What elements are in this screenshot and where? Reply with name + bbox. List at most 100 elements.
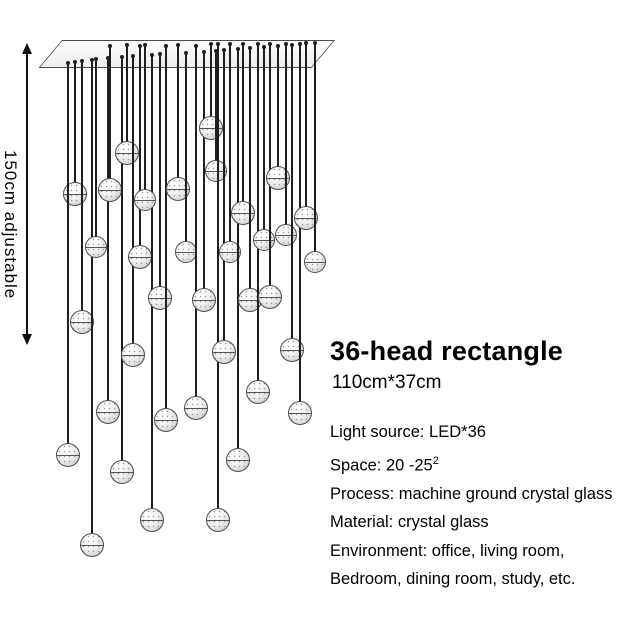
- pendant-wire: [144, 45, 146, 191]
- wire-attachment-dot: [80, 59, 84, 63]
- spec-text: Environment: office, living room,: [330, 541, 565, 560]
- ball-seam-line: [219, 251, 241, 253]
- crystal-ball: [140, 508, 164, 532]
- wire-attachment-dot: [256, 42, 260, 46]
- wire-attachment-dot: [202, 50, 206, 54]
- crystal-ball: [98, 178, 122, 202]
- pendant-wire: [269, 44, 271, 287]
- spec-text: Bedroom, dining room, study, etc.: [330, 570, 576, 588]
- pendant-wire: [95, 59, 97, 238]
- pendant-wire: [305, 43, 307, 208]
- ball-seam-line: [206, 519, 230, 521]
- spec-text: Light source: LED*36: [330, 423, 486, 441]
- pendant-wire: [81, 61, 83, 312]
- wire-attachment-dot: [143, 43, 147, 47]
- pendant-wire: [263, 47, 265, 231]
- crystal-ball: [166, 177, 190, 201]
- pendant-wire: [314, 43, 316, 253]
- dimension-arrow-down-icon: [22, 334, 32, 345]
- ball-seam-line: [275, 234, 297, 236]
- pendant-wire: [74, 62, 76, 184]
- pendant-wire: [291, 45, 293, 340]
- pendant-wire: [91, 60, 93, 535]
- crystal-ball: [192, 288, 216, 312]
- pendant-wire: [195, 46, 197, 398]
- crystal-ball: [258, 285, 282, 309]
- crystal-ball: [70, 310, 94, 334]
- wire-attachment-dot: [90, 58, 94, 62]
- ball-seam-line: [294, 217, 318, 219]
- wire-attachment-dot: [66, 61, 70, 65]
- crystal-ball: [205, 160, 227, 182]
- dimension-label: 150cm adjustable: [1, 150, 20, 300]
- pendant-wire: [121, 57, 123, 462]
- ball-seam-line: [96, 411, 120, 413]
- wire-attachment-dot: [138, 44, 142, 48]
- wire-attachment-dot: [158, 52, 162, 56]
- ball-seam-line: [280, 349, 304, 351]
- crystal-ball: [212, 340, 236, 364]
- pendant-wire: [210, 44, 212, 118]
- pendant-wire: [257, 44, 259, 382]
- ball-seam-line: [134, 199, 156, 201]
- spec-line: Light source: LED*36: [330, 418, 612, 447]
- pendant-wire: [237, 49, 239, 450]
- wire-attachment-dot: [108, 44, 112, 48]
- crystal-ball: [110, 460, 134, 484]
- ball-seam-line: [212, 351, 236, 353]
- pendant-wire: [285, 44, 287, 226]
- ball-seam-line: [192, 299, 216, 301]
- spec-superscript: 2: [432, 454, 439, 467]
- ball-seam-line: [56, 454, 80, 456]
- wire-attachment-dot: [176, 43, 180, 47]
- crystal-ball: [294, 206, 318, 230]
- crystal-ball: [121, 343, 145, 367]
- crystal-ball: [219, 241, 241, 263]
- wire-attachment-dot: [73, 60, 77, 64]
- pendant-wire: [249, 48, 251, 290]
- wire-attachment-dot: [236, 47, 240, 51]
- wire-attachment-dot: [131, 54, 135, 58]
- pendant-wire: [203, 52, 205, 290]
- pendant-wire: [165, 46, 167, 410]
- pendant-wire: [126, 45, 128, 143]
- pendant-wire: [177, 45, 179, 179]
- ball-seam-line: [184, 407, 208, 409]
- spec-line: Material: crystal glass: [330, 508, 612, 537]
- crystal-ball: [148, 286, 172, 310]
- crystal-ball: [231, 201, 255, 225]
- crystal-ball: [63, 182, 87, 206]
- ball-seam-line: [166, 188, 190, 190]
- crystal-ball: [253, 229, 275, 251]
- ball-seam-line: [63, 193, 87, 195]
- ball-seam-line: [110, 471, 134, 473]
- spec-line: Process: machine ground crystal glass: [330, 480, 612, 509]
- wire-attachment-dot: [241, 42, 245, 46]
- ball-seam-line: [258, 296, 282, 298]
- crystal-ball: [154, 408, 178, 432]
- wire-attachment-dot: [304, 41, 308, 45]
- crystal-ball: [275, 224, 297, 246]
- dimension-arrow-up-icon: [22, 43, 32, 54]
- pendant-wire: [229, 44, 231, 243]
- wire-attachment-dot: [290, 43, 294, 47]
- pendant-wire: [223, 50, 225, 342]
- ball-seam-line: [148, 297, 172, 299]
- ball-seam-line: [128, 256, 152, 258]
- wire-attachment-dot: [125, 43, 129, 47]
- pendant-wire: [107, 58, 109, 402]
- ball-seam-line: [266, 177, 290, 179]
- spec-line: Space: 20 -252: [330, 447, 612, 480]
- wire-attachment-dot: [214, 49, 218, 53]
- wire-attachment-dot: [106, 56, 110, 60]
- ball-seam-line: [246, 391, 270, 393]
- pendant-wire: [159, 54, 161, 288]
- ball-seam-line: [140, 519, 164, 521]
- ball-seam-line: [238, 299, 262, 301]
- crystal-ball: [304, 251, 326, 273]
- crystal-ball: [246, 380, 270, 404]
- crystal-ball: [56, 443, 80, 467]
- crystal-ball: [115, 141, 139, 165]
